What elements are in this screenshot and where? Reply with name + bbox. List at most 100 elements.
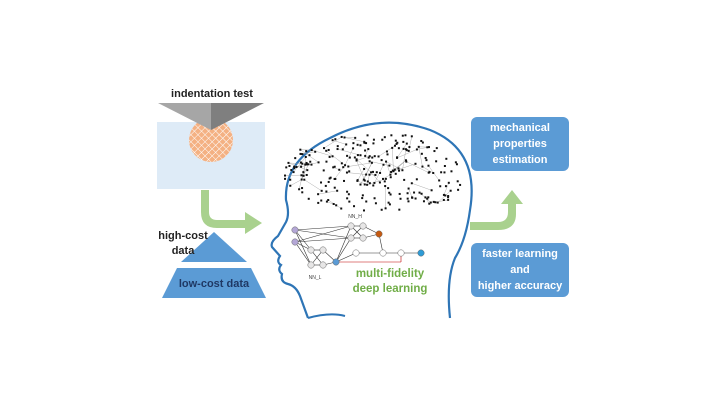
brain-edge [418,146,423,167]
brain-edge [356,160,365,181]
brain-edge [301,164,309,180]
nn-edge [335,252,357,263]
brain-node [397,167,400,170]
brain-node [335,204,338,207]
brain-node [388,191,391,194]
brain-node [366,180,369,183]
brain-edge [396,149,417,159]
brain-node [444,194,447,197]
jaw-line [307,313,346,319]
brain-node [430,189,433,192]
brain-node [424,156,427,159]
brain-node [338,168,341,171]
brain-node [365,200,368,203]
brain-node [320,199,323,202]
brain-node [432,171,435,174]
brain-node [359,144,362,147]
brain-node [389,173,392,176]
flow-arrow-right [470,190,523,230]
brain-node [331,155,334,158]
brain-node [449,189,452,192]
nn-input-node [291,238,299,246]
brain-node [356,143,359,146]
brain-node [368,182,371,185]
brain-node [394,139,397,142]
brain-node [309,160,312,163]
brain-node [332,202,335,205]
brain-node [304,155,307,158]
brain-edge [385,161,391,175]
brain-node [373,197,376,200]
brain-edge [408,188,413,198]
brain-node [382,163,385,166]
brain-node [295,166,298,169]
brain-node [383,180,386,183]
box2-line2: and [510,264,530,276]
brain-node [325,160,328,163]
brain-edge [344,137,365,142]
brain-node [302,171,305,174]
brain-node [459,183,462,186]
brain-node [381,138,384,141]
brain-node [300,178,303,181]
brain-node [344,164,347,167]
nn-high-output-node [375,230,383,238]
nn-edge [294,225,352,243]
brain-node [290,169,293,172]
brain-node [333,165,336,168]
brain-node [333,177,336,180]
brain-node [389,193,392,196]
brain-node [377,155,380,158]
brain-node [294,157,297,160]
brain-node [408,146,411,149]
brain-node [307,197,310,200]
brain-edge [301,162,319,167]
nn-low-label: NN_L [308,275,322,281]
brain-node [347,165,350,168]
brain-node [328,155,331,158]
brain-node [365,173,368,176]
brain-node [439,185,442,188]
brain-node [385,150,388,153]
brain-node [364,154,367,157]
brain-node [424,196,427,199]
brain-node [301,191,304,194]
brain-edge [337,148,361,156]
brain-node [364,149,367,152]
brain-node [305,173,308,176]
brain-node [433,150,436,153]
brain-node [384,185,387,188]
brain-node [421,165,424,168]
brain-edge [393,163,416,172]
brain-node [427,196,430,199]
brain-node [393,168,396,171]
brain-node [305,163,308,166]
brain-node [348,170,351,173]
brain-node [363,183,366,186]
nn-edge [294,237,352,243]
brain-network [284,134,462,212]
brain-node [411,196,414,199]
brain-node [345,171,348,174]
brain-node [371,170,374,173]
brain-node [443,171,446,174]
brain-node [368,160,371,163]
indentation-test-label: indentation test [171,88,253,100]
brain-node [425,159,428,162]
brain-node [289,184,292,187]
brain-node [427,146,430,149]
brain-node [383,136,386,139]
nn-low-output-node [332,258,340,266]
brain-node [356,154,359,157]
brain-node [450,170,453,173]
brain-edge [304,179,322,191]
brain-node [348,200,351,203]
brain-edge [323,136,342,149]
brain-node [418,191,421,194]
brain-edge [332,140,347,145]
brain-node [336,189,339,192]
brain-node [285,166,288,169]
model-label-1: multi-fidelity [355,268,425,280]
